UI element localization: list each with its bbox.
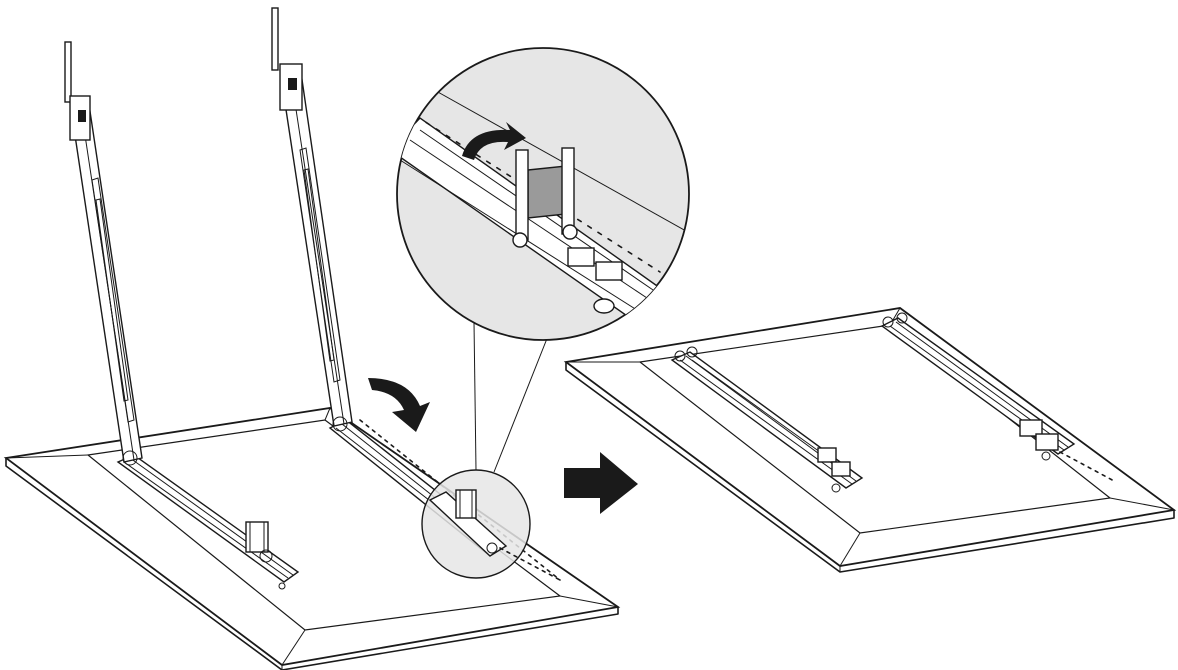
- right-upright-bracket: [271, 7, 353, 432]
- zoom-leader-line-right: [493, 335, 549, 473]
- rotate-arrow-icon: [462, 122, 526, 160]
- folded-bracket-1: [670, 346, 864, 493]
- left-upright-bracket: [64, 41, 143, 466]
- left-panel-rail-1: [116, 454, 300, 590]
- zoom-detail: [396, 47, 690, 341]
- right-panel: [563, 307, 1177, 573]
- right-arrow-icon: [564, 452, 638, 514]
- folded-bracket-2: [880, 312, 1117, 483]
- detail-source-circle: [421, 469, 561, 581]
- zoom-leader-line-left: [473, 321, 477, 471]
- curved-fold-arrow-icon: [368, 378, 430, 432]
